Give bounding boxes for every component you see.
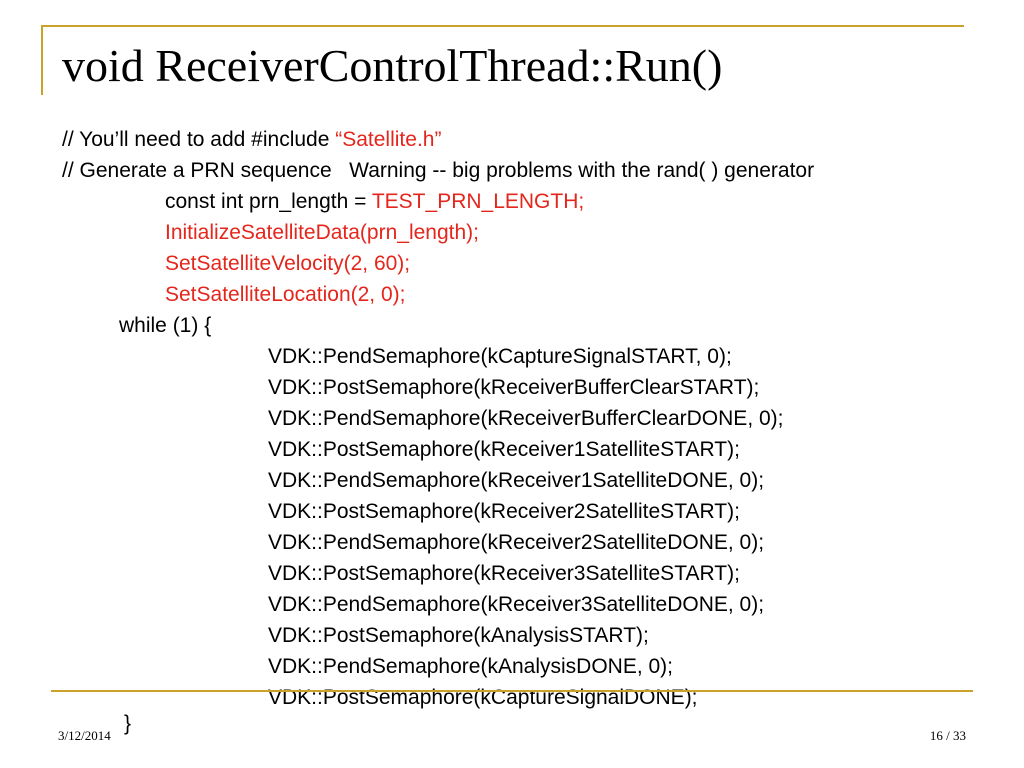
code-text: VDK::PendSemaphore(kAnalysisDONE, 0); bbox=[268, 655, 673, 678]
footer-divider bbox=[51, 690, 973, 692]
code-line: VDK::PostSemaphore(kAnalysisSTART); bbox=[268, 622, 649, 650]
code-line: VDK::PostSemaphore(kReceiverBufferClearS… bbox=[268, 374, 759, 402]
code-text: VDK::PostSemaphore(kReceiver2SatelliteST… bbox=[268, 500, 740, 523]
code-text-highlight: InitializeSatelliteData(prn_length); bbox=[165, 221, 480, 244]
title-frame-left-border bbox=[41, 25, 43, 95]
slide-title: void ReceiverControlThread::Run() bbox=[62, 40, 723, 91]
code-line: // Generate a PRN sequence Warning -- bi… bbox=[62, 157, 814, 185]
code-text: VDK::PostSemaphore(kReceiverBufferClearS… bbox=[268, 376, 760, 399]
code-line: VDK::PostSemaphore(kReceiver2SatelliteST… bbox=[268, 498, 740, 526]
code-line: VDK::PendSemaphore(kReceiver3SatelliteDO… bbox=[268, 591, 764, 619]
slide-number: 16 / 33 bbox=[929, 728, 966, 743]
code-text: VDK::PostSemaphore(kReceiver3SatelliteST… bbox=[268, 562, 740, 585]
code-line: const int prn_length = TEST_PRN_LENGTH; bbox=[165, 188, 584, 216]
code-line: VDK::PendSemaphore(kAnalysisDONE, 0); bbox=[268, 653, 673, 681]
code-text: // You’ll need to add #include bbox=[62, 128, 336, 151]
code-line: SetSatelliteVelocity(2, 60); bbox=[165, 250, 410, 278]
code-line: InitializeSatelliteData(prn_length); bbox=[165, 219, 479, 247]
code-line: SetSatelliteLocation(2, 0); bbox=[165, 281, 405, 309]
code-line: VDK::PostSemaphore(kReceiver3SatelliteST… bbox=[268, 560, 740, 588]
code-text-highlight: TEST_PRN_LENGTH; bbox=[371, 190, 585, 213]
code-line: } bbox=[124, 710, 131, 738]
code-line: VDK::PendSemaphore(kReceiver1SatelliteDO… bbox=[268, 467, 764, 495]
code-line: VDK::PostSemaphore(kReceiver1SatelliteST… bbox=[268, 436, 740, 464]
code-line: VDK::PendSemaphore(kReceiver2SatelliteDO… bbox=[268, 529, 764, 557]
code-line: while (1) { bbox=[119, 312, 211, 340]
code-text-highlight: SetSatelliteLocation(2, 0); bbox=[165, 283, 406, 306]
code-text: VDK::PostSemaphore(kReceiver1SatelliteST… bbox=[268, 438, 740, 461]
code-text: VDK::PendSemaphore(kReceiver1SatelliteDO… bbox=[268, 469, 765, 492]
code-text: } bbox=[124, 712, 132, 735]
code-line: VDK::PostSemaphore(kCaptureSignalDONE); bbox=[268, 684, 698, 712]
code-text: // Generate a PRN sequence Warning -- bi… bbox=[62, 159, 815, 182]
code-text: VDK::PendSemaphore(kCaptureSignalSTART, … bbox=[268, 345, 732, 368]
code-text-highlight: “Satellite.h” bbox=[335, 128, 442, 151]
code-text: VDK::PostSemaphore(kAnalysisSTART); bbox=[268, 624, 649, 647]
code-text: while (1) { bbox=[119, 314, 212, 337]
code-text: VDK::PendSemaphore(kReceiver2SatelliteDO… bbox=[268, 531, 765, 554]
code-line: VDK::PendSemaphore(kReceiverBufferClearD… bbox=[268, 405, 784, 433]
code-line: VDK::PendSemaphore(kCaptureSignalSTART, … bbox=[268, 343, 732, 371]
code-text: VDK::PendSemaphore(kReceiver3SatelliteDO… bbox=[268, 593, 765, 616]
footer-date: 3/12/2014 bbox=[58, 728, 111, 743]
title-frame-top-border bbox=[41, 25, 964, 27]
code-text: const int prn_length = bbox=[165, 190, 372, 213]
code-text: VDK::PendSemaphore(kReceiverBufferClearD… bbox=[268, 407, 784, 430]
code-text-highlight: SetSatelliteVelocity(2, 60); bbox=[165, 252, 411, 275]
code-line: // You’ll need to add #include “Satellit… bbox=[62, 126, 441, 154]
